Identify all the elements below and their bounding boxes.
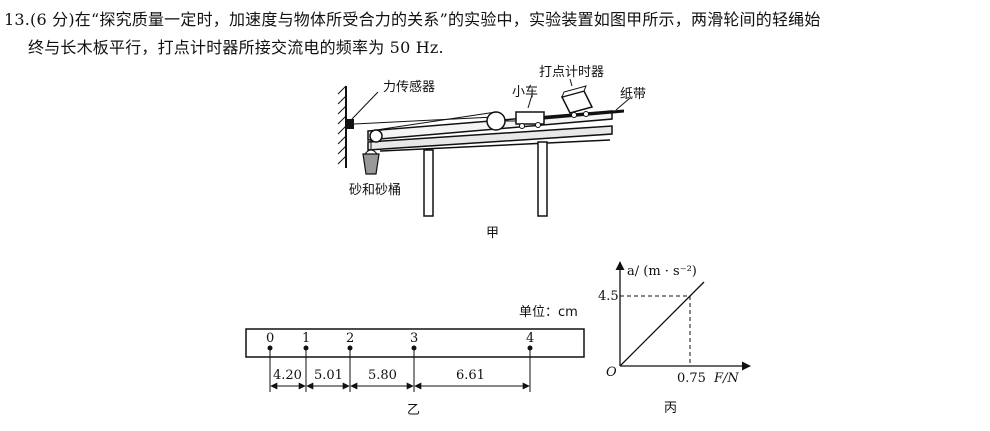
tape-leader [615,97,631,111]
timer-roller [571,112,577,118]
tape-dot [303,345,309,351]
tape-point-label: 1 [302,331,310,346]
cart-wheel [519,123,525,129]
tape-dot [411,345,417,351]
apparatus-figure: 力传感器 小车 打点计时器 纸带 砂和砂桶 甲 [337,65,646,241]
tape-dot [527,345,533,351]
graph-data-line [619,281,705,367]
pulley-left [369,129,383,143]
tape-point-label: 3 [410,331,418,346]
tape-unit: 单位：cm [519,305,578,320]
cart [515,111,545,125]
force-sensor [346,119,354,129]
graph-x-tick: 0.75 [677,371,706,386]
label-force-sensor: 力传感器 [383,79,435,95]
graph-y-label: a/ (m · s⁻²) [627,264,697,279]
timer-roller [583,111,589,117]
table-edge [379,139,611,152]
cart-wheel [535,122,541,128]
label-bucket: 砂和砂桶 [349,183,401,198]
af-graph: a/ (m · s⁻²) F/N O 4.5 0.75 丙 [598,261,751,416]
sand-bucket [362,153,380,175]
timer-leader [569,78,573,87]
caption-bing: 丙 [664,401,677,416]
tape-point-label: 2 [346,331,354,346]
caption-jia: 甲 [486,226,499,241]
label-timer: 打点计时器 [539,65,604,80]
table-leg-right [537,141,548,217]
tape-gap-value: 5.01 [314,368,343,383]
pulley-right [486,111,506,131]
tape-gap-value: 5.80 [368,368,397,383]
table-top [367,125,613,151]
caption-yi: 乙 [407,403,420,418]
tape-point-label: 0 [266,331,274,346]
string-upper [353,116,495,125]
string-middle [375,111,497,131]
cart-leader [527,94,533,109]
label-tape: 纸带 [620,87,646,102]
tape-figure: 单位：cm 0 1 2 3 4 4.20 5.01 [245,305,585,418]
graph-origin: O [606,365,617,380]
force-sensor-leader [351,91,379,120]
tape-dot [267,345,273,351]
tape-gap-value: 4.20 [273,368,302,383]
tape-point-label: 4 [526,331,534,346]
tape-strip [245,328,585,358]
tape-extension-lines [269,350,531,392]
question-line-2: 终与长木板平行，打点计时器所接交流电的频率为 50 Hz. [28,38,444,57]
graph-x-label: F/N [713,371,739,386]
tape-gap-value: 6.61 [456,368,485,383]
wall-hatching [337,85,347,165]
tape-dot [347,345,353,351]
timer-top [561,85,587,98]
table-leg-left [423,149,434,217]
bucket-handle [364,149,378,155]
graph-y-tick: 4.5 [598,289,619,304]
question-line-1: 13.(6 分)在“探究质量一定时，加速度与物体所受合力的关系”的实验中，实验装… [4,10,821,29]
label-cart: 小车 [512,84,538,100]
